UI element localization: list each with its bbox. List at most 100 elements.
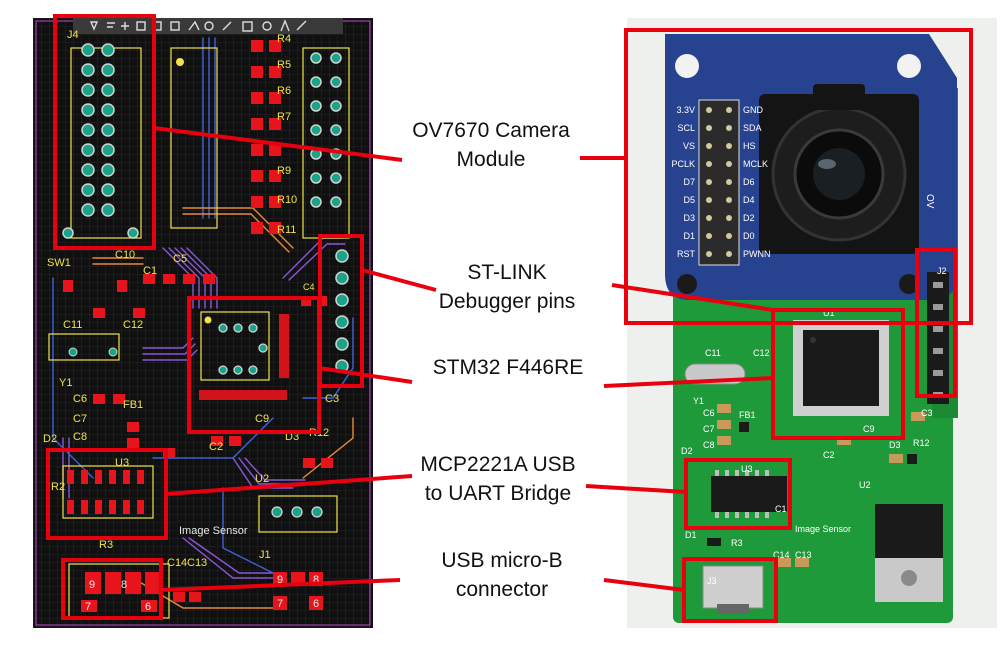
callout-stlink-label: ST-LINK Debugger pins xyxy=(424,258,590,316)
camera-pin-label: D3 xyxy=(683,213,695,223)
pcb-toolbar xyxy=(73,18,343,34)
pcb-label-r4: R4 xyxy=(277,33,291,45)
pcb-label-c9: C9 xyxy=(255,413,269,425)
callout-stm32-line1: STM32 F446RE xyxy=(432,356,584,379)
pcb-label-d3: D3 xyxy=(285,431,299,443)
photo-label-c8: C8 xyxy=(703,440,715,450)
pcb-label-u2: U2 xyxy=(255,473,269,485)
photo-label-d3: D3 xyxy=(889,440,901,450)
pcb-pad-8a: 8 xyxy=(121,579,127,591)
camera-pin-label: D7 xyxy=(683,177,695,187)
photo-label-c2: C2 xyxy=(823,450,835,460)
callout-mcp-label: MCP2221A USB to UART Bridge xyxy=(410,450,586,508)
camera-pin-label: SDA xyxy=(743,123,762,133)
callout-stm32-label: STM32 F446RE xyxy=(412,353,604,382)
pcb-label-c11: C11 xyxy=(63,319,82,331)
photo-label-c11: C11 xyxy=(705,348,721,358)
pcb-label-u3: U3 xyxy=(115,457,129,469)
pcb-pad-9a: 9 xyxy=(89,579,95,591)
camera-pin-label: D5 xyxy=(683,195,695,205)
photo-label-c12: C12 xyxy=(753,348,770,358)
pcb-label-c14: C14 xyxy=(167,557,187,569)
photo-label-c14: C14 xyxy=(773,550,790,560)
callout-stlink-line1: ST-LINK xyxy=(467,261,547,284)
callout-stlink-line2: Debugger pins xyxy=(438,290,576,313)
pcb-layout-view: J4 R4 R5 R6 R7 R9 R10 R11 SW1 C10 C1 C5 … xyxy=(33,18,373,628)
camera-pin-label: VS xyxy=(683,141,695,151)
pcb-pad-9b: 9 xyxy=(277,574,283,586)
pcb-label-image-sensor: Image Sensor xyxy=(179,525,248,537)
camera-pin-label: D0 xyxy=(743,231,755,241)
photo-label-d2: D2 xyxy=(681,446,693,456)
photo-label-u2: U2 xyxy=(859,480,871,490)
photo-label-j3: J3 xyxy=(707,576,717,586)
camera-pin-label: D2 xyxy=(743,213,755,223)
photo-label-image-sensor: Image Sensor xyxy=(795,524,851,534)
photo-label-c3: C3 xyxy=(921,408,933,418)
photo-label-r12: R12 xyxy=(913,438,930,448)
camera-pin-label: SCL xyxy=(677,123,695,133)
photo-label-u3: U3 xyxy=(741,464,753,474)
pcb-label-y1: Y1 xyxy=(59,377,72,389)
pcb-pad-6a: 6 xyxy=(145,601,151,613)
callout-camera-label: OV7670 Camera Module xyxy=(404,116,578,174)
pcb-label-fb1: FB1 xyxy=(123,399,143,411)
callout-camera-line1: OV7670 Camera xyxy=(412,119,570,142)
camera-pin-label: HS xyxy=(743,141,756,151)
photo-stm32-chip xyxy=(793,320,889,416)
pcb-label-j4: J4 xyxy=(67,29,79,41)
pcb-label-j1: J1 xyxy=(259,549,271,561)
callout-usb-line2: connector xyxy=(455,578,549,601)
pcb-pad-8b: 8 xyxy=(313,574,319,586)
photo-label-d1: D1 xyxy=(685,530,697,540)
pcb-label-c3: C3 xyxy=(325,393,339,405)
pcb-label-r9: R9 xyxy=(277,165,291,177)
callout-camera-line2: Module xyxy=(456,148,526,171)
photo-voltage-regulator xyxy=(875,504,943,602)
pcb-layout-drawing: J4 R4 R5 R6 R7 R9 R10 R11 SW1 C10 C1 C5 … xyxy=(33,18,373,628)
pcb-label-c13: C13 xyxy=(187,557,207,569)
photo-label-fb1: FB1 xyxy=(739,410,756,420)
photo-label-u1: U1 xyxy=(823,308,835,318)
callout-mcp-line1: MCP2221A USB xyxy=(420,453,576,476)
photo-label-c13: C13 xyxy=(795,550,812,560)
camera-pin-label: 3.3V xyxy=(676,105,695,115)
pcb-label-r7: R7 xyxy=(277,111,291,123)
camera-pin-label: PCLK xyxy=(671,159,695,169)
photo-label-r3: R3 xyxy=(731,538,743,548)
pcb-pad-7a: 7 xyxy=(85,601,91,613)
callout-mcp-line2: to UART Bridge xyxy=(424,482,572,505)
pcb-label-c4: C4 xyxy=(303,282,315,292)
pcb-label-c7: C7 xyxy=(73,413,87,425)
pcb-label-c1: C1 xyxy=(143,265,157,277)
camera-pin-label: D6 xyxy=(743,177,755,187)
pcb-label-c5: C5 xyxy=(173,253,187,265)
pcb-label-c2: C2 xyxy=(209,441,223,453)
photo-label-y1: Y1 xyxy=(693,396,704,406)
pcb-pad-7b: 7 xyxy=(277,598,283,610)
pcb-label-r6: R6 xyxy=(277,85,291,97)
pcb-label-r12: R12 xyxy=(309,427,329,439)
pcb-label-c6: C6 xyxy=(73,393,87,405)
pcb-pad-6b: 6 xyxy=(313,598,319,610)
photo-label-c9: C9 xyxy=(863,424,875,434)
camera-pin-label: GND xyxy=(743,105,764,115)
photo-label-j2: J2 xyxy=(937,266,947,276)
camera-pin-label: D1 xyxy=(683,231,695,241)
camera-pin-label: RST xyxy=(677,249,696,259)
pcb-label-r10: R10 xyxy=(277,194,297,206)
callout-usb-label: USB micro-B connector xyxy=(404,546,600,604)
camera-pin-label: MCLK xyxy=(743,159,768,169)
pcb-label-r11: R11 xyxy=(277,224,296,236)
photo-label-c7: C7 xyxy=(703,424,715,434)
pcb-label-r3: R3 xyxy=(99,539,113,551)
pcb-label-r2: R2 xyxy=(51,481,65,493)
photo-label-c1: C1 xyxy=(775,504,787,514)
photo-label-ov: OV xyxy=(924,194,935,209)
camera-pin-label: D4 xyxy=(743,195,755,205)
camera-pin-label: PWNN xyxy=(743,249,771,259)
pcb-label-c10: C10 xyxy=(115,249,135,261)
